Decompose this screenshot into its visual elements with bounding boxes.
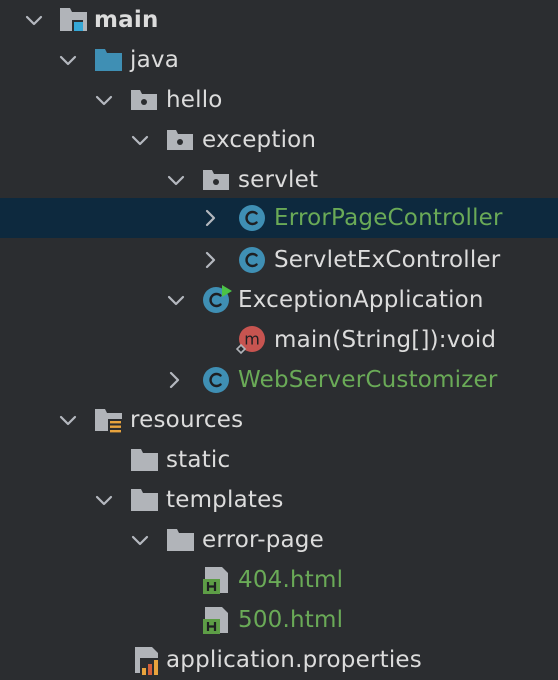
chevron-right-icon[interactable] xyxy=(162,360,186,400)
tree-item-label: main(String[]):void xyxy=(274,327,497,353)
folder-icon xyxy=(166,520,198,560)
html-file-icon xyxy=(202,600,234,640)
class-icon xyxy=(238,240,270,280)
tree-item-label: main xyxy=(94,7,159,33)
chevron-right-icon[interactable] xyxy=(198,240,222,280)
tree-item-label: static xyxy=(166,447,231,473)
tree-item-servlet-ex-controller[interactable]: ServletExController xyxy=(0,240,558,280)
tree-item-error-page[interactable]: error-page xyxy=(0,520,558,560)
spring-boot-class-icon xyxy=(202,280,234,320)
tree-item-java[interactable]: java xyxy=(0,40,558,80)
folder-icon xyxy=(130,440,162,480)
tree-item-label: application.properties xyxy=(166,647,422,673)
tree-item-500-html[interactable]: 500.html xyxy=(0,600,558,640)
tree-item-label: servlet xyxy=(238,167,319,193)
chevron-down-icon[interactable] xyxy=(92,80,116,120)
tree-item-exception[interactable]: exception xyxy=(0,120,558,160)
class-icon xyxy=(202,360,234,400)
tree-item-application-properties[interactable]: application.properties xyxy=(0,640,558,680)
folder-icon xyxy=(130,480,162,520)
tree-item-resources[interactable]: resources xyxy=(0,400,558,440)
tree-item-label: error-page xyxy=(202,527,324,553)
chevron-down-icon[interactable] xyxy=(128,120,152,160)
html-file-icon xyxy=(202,560,234,600)
tree-item-web-server-customizer[interactable]: WebServerCustomizer xyxy=(0,360,558,400)
chevron-down-icon[interactable] xyxy=(56,40,80,80)
source-folder-icon xyxy=(94,40,126,80)
tree-item-static[interactable]: static xyxy=(0,440,558,480)
package-icon xyxy=(166,120,198,160)
tree-item-404-html[interactable]: 404.html xyxy=(0,560,558,600)
tree-item-error-page-controller[interactable]: ErrorPageController xyxy=(0,198,558,238)
chevron-right-icon[interactable] xyxy=(198,198,222,238)
tree-item-templates[interactable]: templates xyxy=(0,480,558,520)
package-icon xyxy=(130,80,162,120)
method-icon: m xyxy=(236,320,268,360)
chevron-down-icon[interactable] xyxy=(22,0,46,40)
module-folder-icon xyxy=(58,0,90,40)
resources-folder-icon xyxy=(94,400,126,440)
package-icon xyxy=(202,160,234,200)
tree-item-label: 500.html xyxy=(238,607,344,633)
method-badge: m xyxy=(244,330,260,349)
tree-item-label: ServletExController xyxy=(274,247,501,273)
tree-item-exception-application[interactable]: ExceptionApplication xyxy=(0,280,558,320)
chevron-down-icon[interactable] xyxy=(56,400,80,440)
tree-item-label: ExceptionApplication xyxy=(238,287,484,313)
chevron-down-icon[interactable] xyxy=(92,480,116,520)
chevron-down-icon[interactable] xyxy=(164,160,188,200)
tree-item-label: 404.html xyxy=(238,567,344,593)
tree-item-label: ErrorPageController xyxy=(274,205,503,231)
tree-item-servlet[interactable]: servlet xyxy=(0,160,558,200)
tree-item-label: resources xyxy=(130,407,244,433)
tree-item-label: java xyxy=(130,47,179,73)
tree-item-main-method[interactable]: m main(String[]):void xyxy=(0,320,558,360)
tree-item-label: exception xyxy=(202,127,317,153)
chevron-down-icon[interactable] xyxy=(164,280,188,320)
class-icon xyxy=(238,198,270,238)
tree-item-label: hello xyxy=(166,87,223,113)
chevron-down-icon[interactable] xyxy=(128,520,152,560)
properties-file-icon xyxy=(132,640,164,680)
tree-item-label: WebServerCustomizer xyxy=(238,367,498,393)
tree-item-main[interactable]: main xyxy=(0,0,558,40)
tree-item-hello[interactable]: hello xyxy=(0,80,558,120)
tree-item-label: templates xyxy=(166,487,284,513)
